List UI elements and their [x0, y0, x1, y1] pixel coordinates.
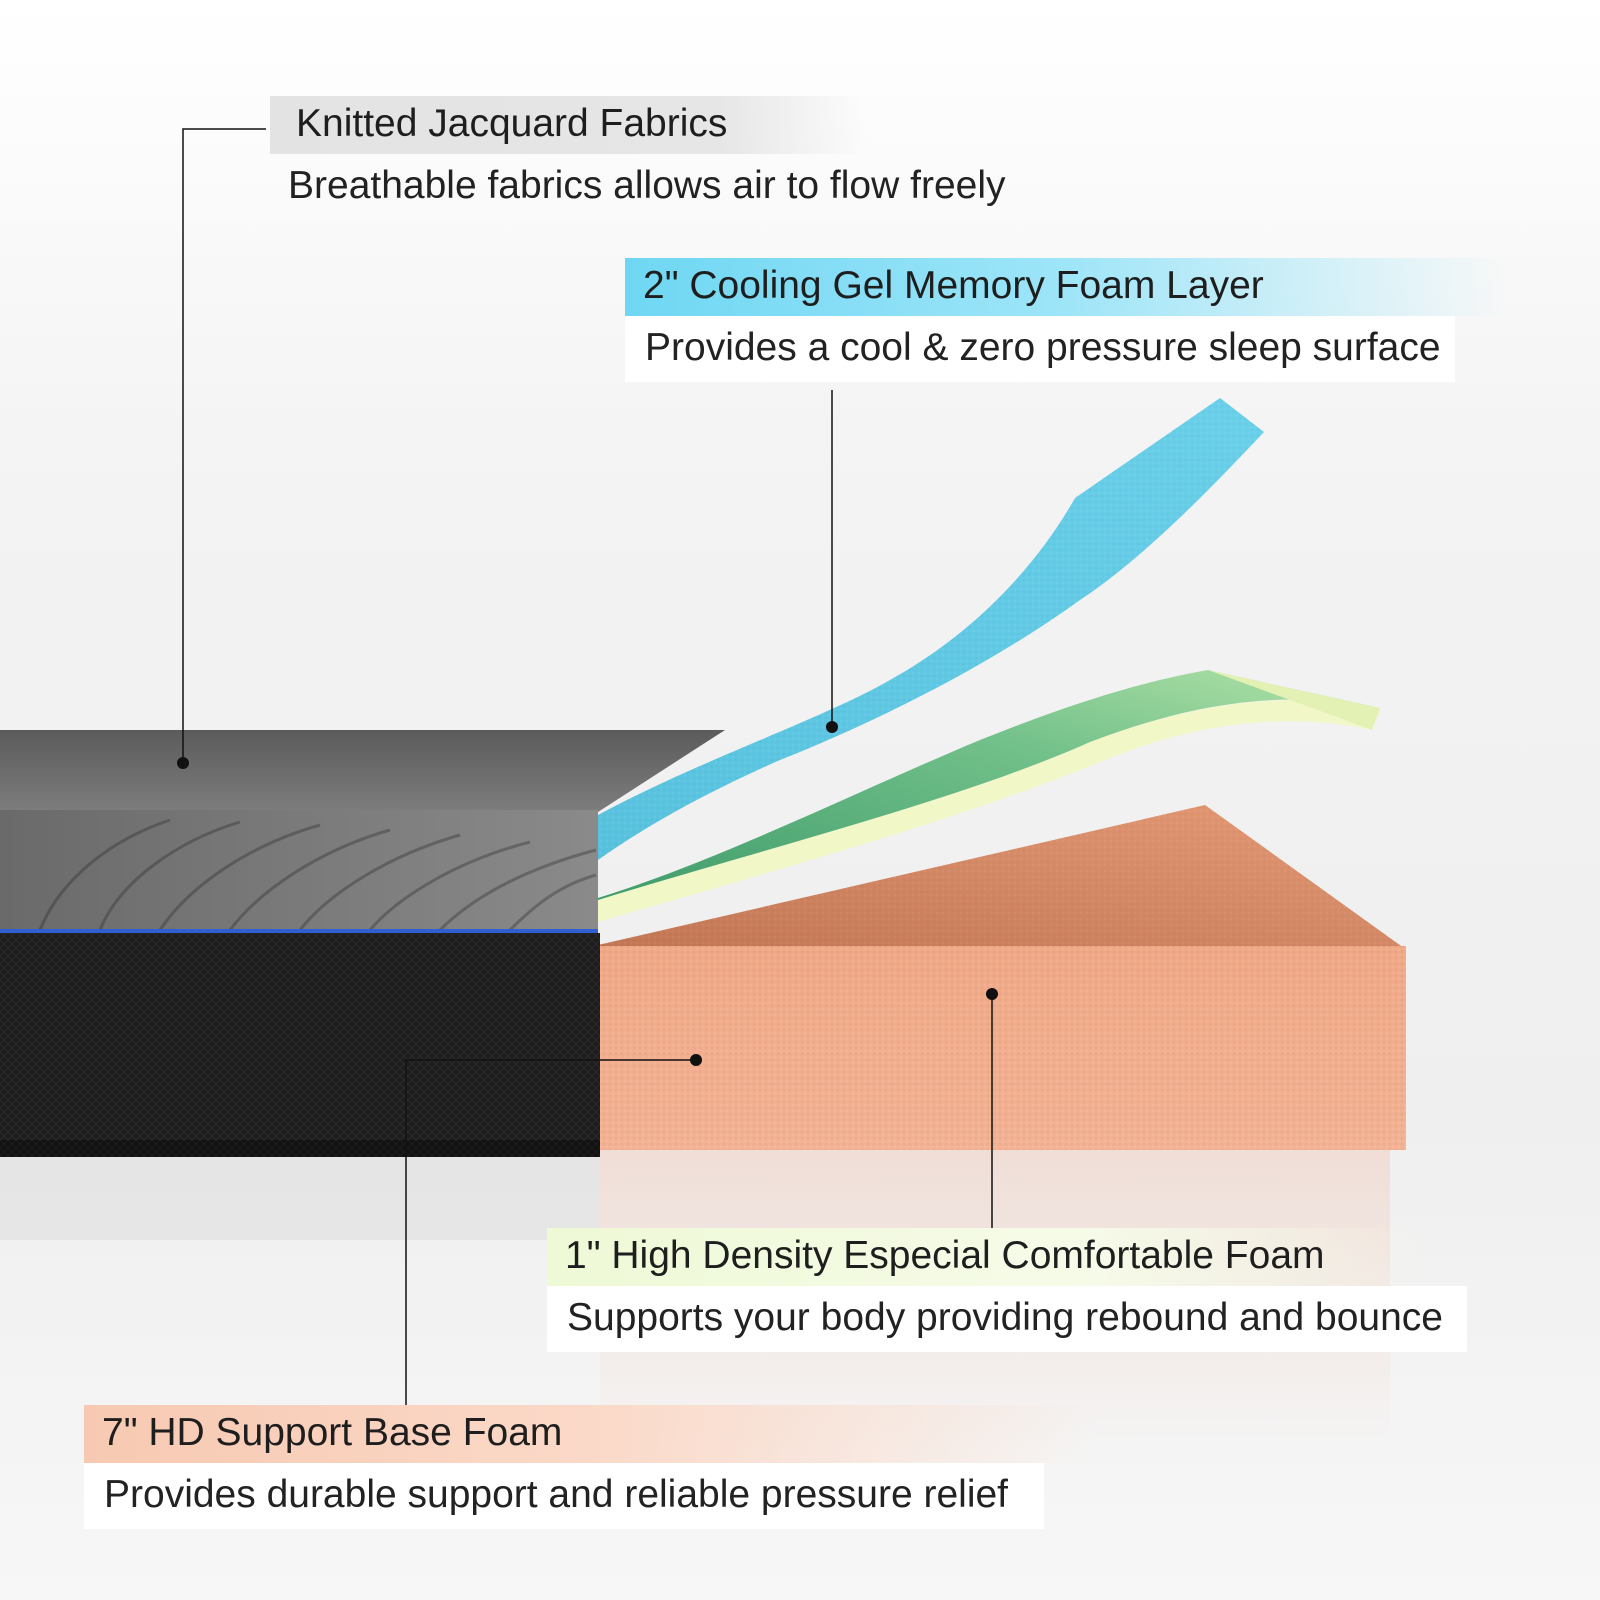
hd-layer-edge	[1208, 670, 1380, 730]
cover-quilt	[0, 810, 598, 930]
callout-description: Provides durable support and reliable pr…	[84, 1463, 1044, 1529]
callout-high-density-foam: 1" High Density Especial Comfortable Foa…	[547, 1228, 1467, 1352]
callout-cooling-gel: 2" Cooling Gel Memory Foam Layer Provide…	[625, 258, 1509, 382]
gel-layer-texture	[598, 398, 1264, 860]
leader-dots	[177, 721, 998, 1066]
dot-gel	[826, 721, 838, 733]
callout-description: Supports your body providing rebound and…	[547, 1286, 1467, 1352]
callout-title: 1" High Density Especial Comfortable Foa…	[547, 1228, 1431, 1286]
base-foam-top-texture	[598, 805, 1404, 948]
callout-title: Knitted Jacquard Fabrics	[270, 96, 867, 154]
dot-hd	[986, 988, 998, 1000]
leader-fabric	[182, 128, 266, 763]
callout-knitted-jacquard: Knitted Jacquard Fabrics Breathable fabr…	[270, 96, 1025, 220]
callout-title: 7" HD Support Base Foam	[84, 1405, 1098, 1463]
leader-lines	[182, 128, 993, 1405]
dot-base	[690, 1054, 702, 1066]
dot-fabric	[177, 757, 189, 769]
base-foam-texture	[598, 946, 1406, 1150]
callout-description: Breathable fabrics allows air to flow fr…	[288, 164, 1006, 207]
cover-piping	[0, 929, 598, 933]
quilt-pattern	[38, 818, 597, 932]
leader-base	[405, 1059, 696, 1405]
cover-side	[0, 933, 600, 1157]
callout-title: 2" Cooling Gel Memory Foam Layer	[625, 258, 1509, 316]
cover-side-shade	[0, 1140, 600, 1157]
floor-reflection-dark	[0, 1150, 600, 1240]
cover-top	[0, 730, 725, 812]
callout-support-base-foam: 7" HD Support Base Foam Provides durable…	[84, 1405, 1098, 1529]
callout-description: Provides a cool & zero pressure sleep su…	[625, 316, 1455, 382]
